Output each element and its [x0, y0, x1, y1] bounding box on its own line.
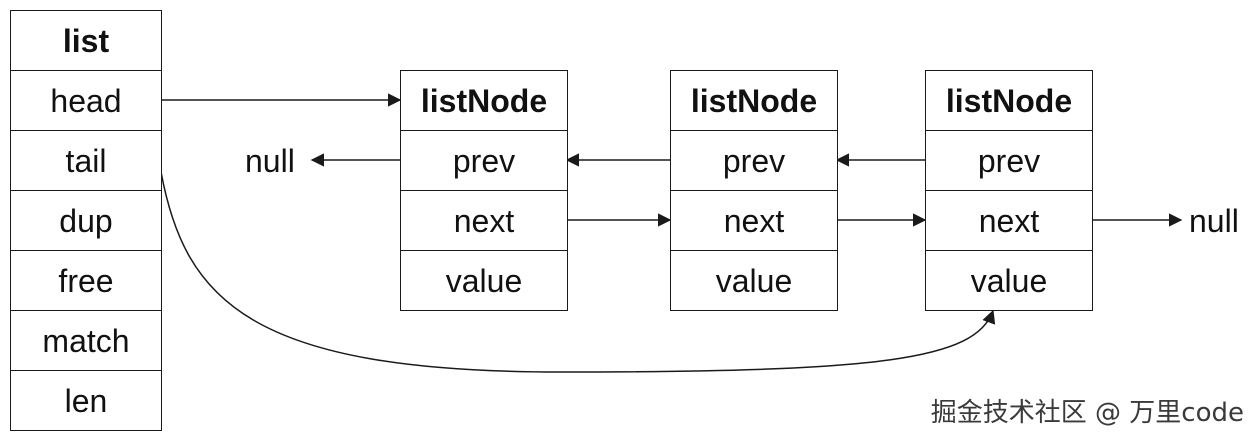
list-node-field-prev: prev: [925, 130, 1093, 191]
list-node-title: listNode: [400, 70, 568, 131]
list-node-field-value: value: [925, 250, 1093, 311]
list-node-field-next: next: [670, 190, 838, 251]
list-node-field-value: value: [400, 250, 568, 311]
list-field-head: head: [10, 70, 162, 131]
list-node-field-next: next: [925, 190, 1093, 251]
list-node-field-prev: prev: [670, 130, 838, 191]
list-node-field-prev: prev: [400, 130, 568, 191]
list-node-field-next: next: [400, 190, 568, 251]
list-field-match: match: [10, 310, 162, 371]
null-label-left: null: [245, 143, 295, 179]
list-struct: list head tail dup free match len: [10, 10, 162, 431]
list-struct-title: list: [10, 10, 162, 71]
null-label-right: null: [1189, 203, 1239, 239]
list-node-field-value: value: [670, 250, 838, 311]
list-field-len: len: [10, 370, 162, 431]
watermark: 掘金技术社区 @ 万里code: [930, 398, 1244, 428]
list-node-3: listNode prev next value: [925, 70, 1093, 311]
list-field-tail: tail: [10, 130, 162, 191]
list-node-title: listNode: [925, 70, 1093, 131]
list-field-free: free: [10, 250, 162, 311]
list-node-1: listNode prev next value: [400, 70, 568, 311]
list-field-dup: dup: [10, 190, 162, 251]
list-node-title: listNode: [670, 70, 838, 131]
list-node-2: listNode prev next value: [670, 70, 838, 311]
arrow-tail-to-node3: [160, 171, 996, 373]
